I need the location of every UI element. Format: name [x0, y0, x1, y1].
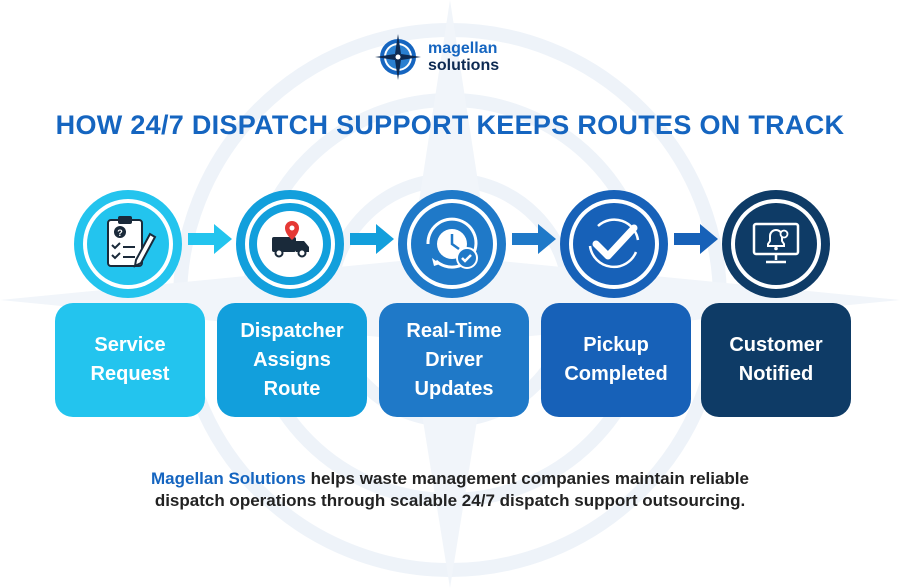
logo-wordmark-top: magellan [428, 40, 498, 57]
footer-caption: Magellan Solutions helps waste managemen… [60, 468, 840, 512]
step-label: Dispatcher Assigns Route [240, 319, 344, 400]
brand-logo: magellan solutions [374, 32, 499, 82]
arrow-right-icon [512, 224, 556, 254]
step-label: Customer Notified [729, 334, 823, 385]
step-label: Pickup Completed [564, 334, 668, 385]
clipboard-checklist-icon: ? [74, 190, 182, 298]
truck-location-icon [236, 190, 344, 298]
caption-brand: Magellan Solutions [150, 469, 306, 488]
step-label: Service Request [90, 334, 170, 385]
compass-star-icon [375, 34, 421, 80]
page-title: HOW 24/7 DISPATCH SUPPORT KEEPS ROUTES O… [55, 110, 845, 140]
step-card-2: Dispatcher Assigns Route [217, 303, 367, 417]
step-label: Real-Time Driver Updates [406, 319, 502, 400]
logo-wordmark-bottom: solutions [428, 57, 500, 74]
step-card-5: Customer Notified [701, 303, 851, 417]
step-card-1: Service Request [55, 303, 205, 417]
svg-text:?: ? [117, 228, 123, 238]
checkmark-icon [560, 190, 668, 298]
arrow-right-icon [188, 224, 232, 254]
step-card-4: Pickup Completed [541, 303, 691, 417]
caption-text-line1: helps waste management companies maintai… [305, 469, 749, 488]
arrow-right-icon [350, 224, 394, 254]
arrow-right-icon [674, 224, 718, 254]
step-card-3: Real-Time Driver Updates [379, 303, 529, 417]
monitor-notification-icon [722, 190, 830, 298]
clock-refresh-icon [398, 190, 506, 298]
caption-text-line2: dispatch operations through scalable 24/… [154, 491, 746, 510]
